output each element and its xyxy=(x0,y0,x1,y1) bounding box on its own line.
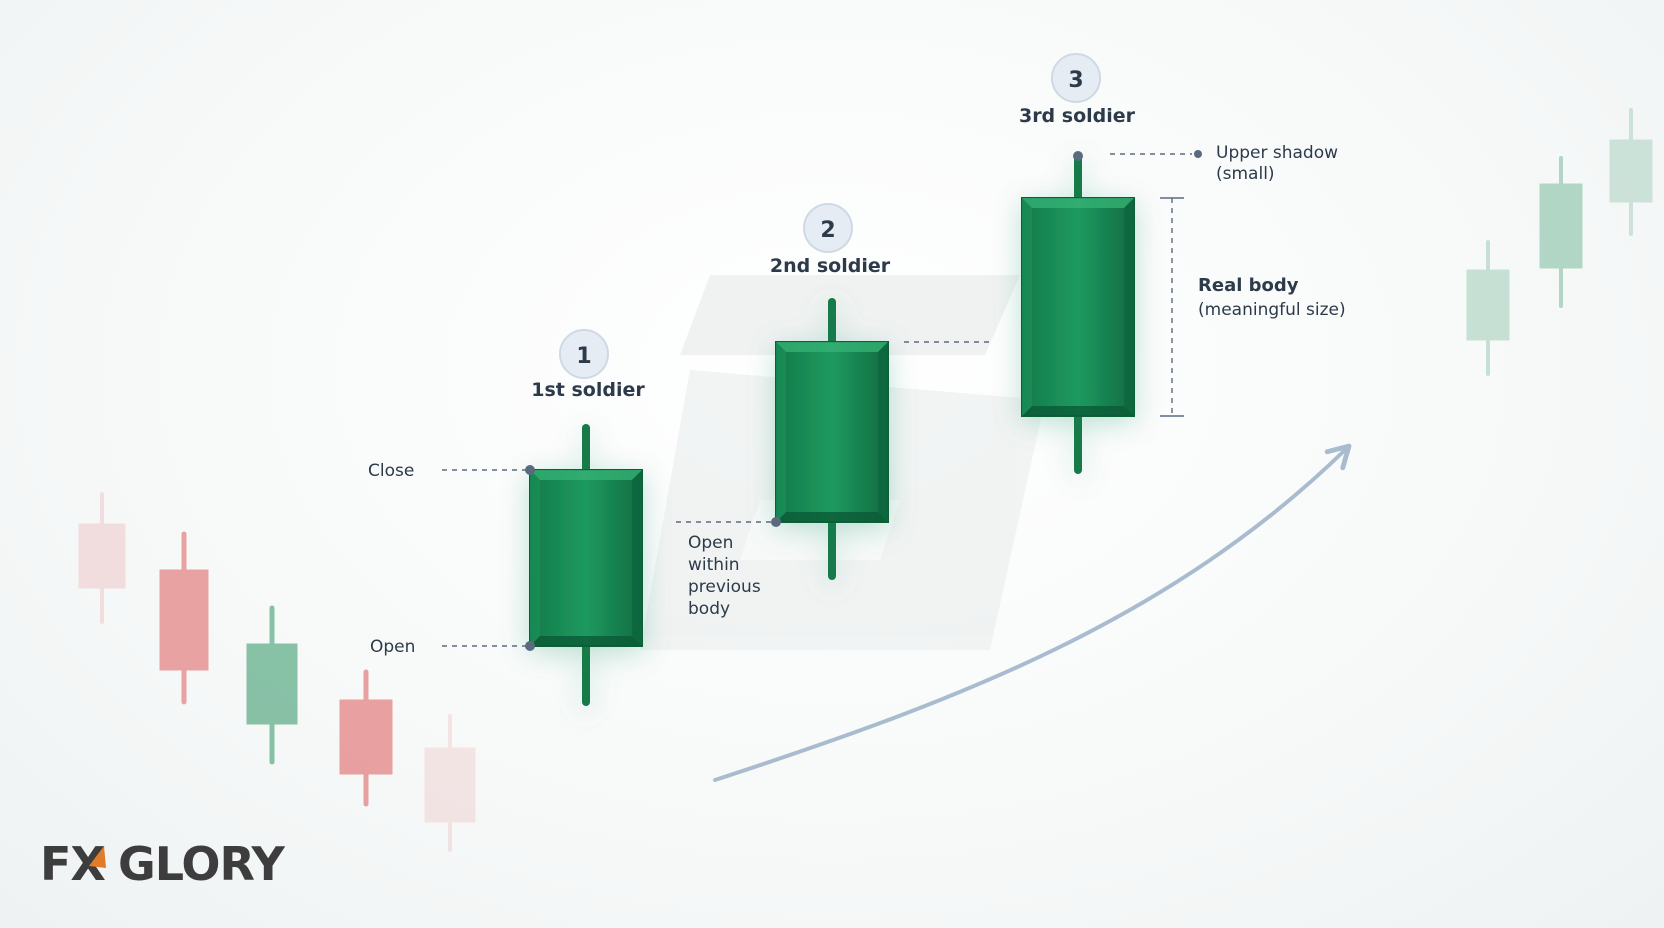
soldier-2-label: 2nd soldier xyxy=(770,255,891,277)
soldier-3-candle xyxy=(1021,152,1135,474)
open-within-line-2: within xyxy=(688,555,740,575)
real-body-title: Real body xyxy=(1198,275,1299,296)
logo-text-glory: GLORY xyxy=(118,837,285,891)
soldier-2-badge: 2 xyxy=(803,203,853,253)
soldier-3-label: 3rd soldier xyxy=(1019,105,1136,127)
prior-downtrend-candles xyxy=(78,492,476,852)
open-within-line-4: body xyxy=(688,599,730,619)
soldier-1-label: 1st soldier xyxy=(531,379,645,401)
real-body-subtitle: (meaningful size) xyxy=(1198,300,1346,320)
open-label: Open xyxy=(370,637,415,657)
faded-candle-4 xyxy=(339,669,393,807)
soldier-3-number: 3 xyxy=(1068,68,1083,93)
soldier-candles xyxy=(529,152,1135,706)
faded-candle-1 xyxy=(78,492,126,624)
faded-candle-3 xyxy=(246,605,298,765)
upper-shadow-annotation: Upper shadow (small) xyxy=(1073,143,1338,184)
upper-shadow-line-2: (small) xyxy=(1216,164,1275,184)
faded-candle-6 xyxy=(1466,240,1510,376)
open-within-line-3: previous xyxy=(688,577,761,597)
close-label: Close xyxy=(368,461,414,481)
soldier-2-number: 2 xyxy=(820,218,835,243)
soldier-1-number: 1 xyxy=(576,344,591,369)
open-annotation: Open xyxy=(370,637,535,657)
upper-shadow-line-1: Upper shadow xyxy=(1216,143,1338,163)
faded-candle-2 xyxy=(159,531,209,705)
continuation-candles xyxy=(1466,108,1653,376)
real-body-annotation: Real body (meaningful size) xyxy=(1160,197,1346,417)
open-within-annotation: Open within previous body xyxy=(676,517,781,619)
soldier-1-badge: 1 xyxy=(559,329,609,379)
soldier-1-candle xyxy=(529,424,643,706)
uptrend-arrow xyxy=(713,443,1352,782)
faded-candle-8 xyxy=(1609,108,1653,236)
faded-candle-5 xyxy=(424,714,476,852)
faded-candle-7 xyxy=(1539,156,1583,308)
soldier-3-badge: 3 xyxy=(1051,53,1101,103)
open-within-line-1: Open xyxy=(688,533,733,553)
close-annotation: Close xyxy=(368,461,535,481)
logo-accent-mark xyxy=(89,846,106,868)
soldier-2-candle xyxy=(775,298,889,580)
fxglory-logo: FX GLORY xyxy=(40,837,286,891)
